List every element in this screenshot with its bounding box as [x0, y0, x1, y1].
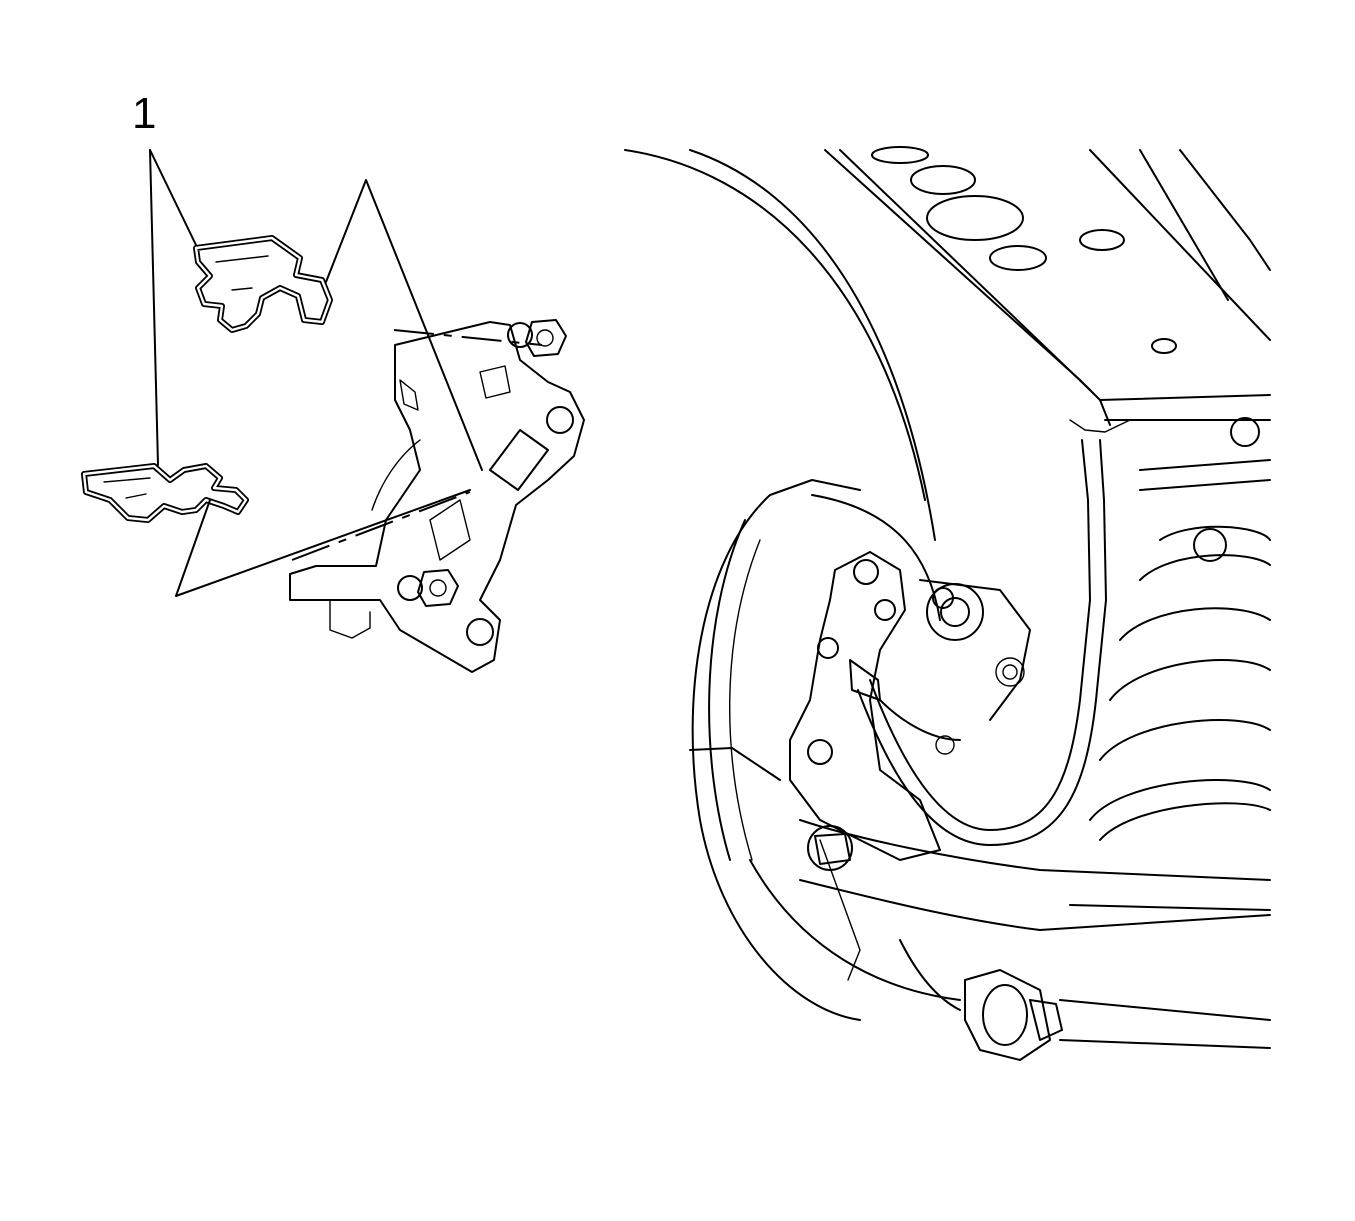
upper-install-indicator	[325, 179, 483, 471]
callout-1: 1	[132, 89, 197, 466]
lower-control-arm	[799, 819, 1271, 1011]
caliper-bracket	[289, 321, 585, 673]
brake-rotor	[689, 479, 861, 1021]
wheel-speed-sensor-cable	[849, 419, 1131, 846]
callout-label: 1	[132, 89, 156, 138]
leader-line-upper-clip	[149, 149, 197, 246]
lower-alignment-line	[291, 491, 471, 561]
coil-spring	[1089, 459, 1271, 841]
trailing-arm-bushing	[964, 969, 1271, 1061]
body-panel	[824, 146, 1271, 447]
wheel-well-inner-arc	[689, 149, 936, 541]
upper-pad-clip	[193, 235, 333, 333]
dust-shield	[749, 494, 961, 1001]
lower-caliper-bolt	[397, 569, 459, 607]
knuckle	[789, 551, 1031, 861]
lower-pad-clip	[81, 463, 249, 523]
leader-line-lower-clip	[149, 149, 159, 466]
upper-alignment-line	[393, 329, 543, 346]
wheel-well-outer-arc	[624, 149, 926, 501]
upper-caliper-bolt	[507, 319, 567, 357]
lower-install-indicator	[175, 489, 471, 597]
